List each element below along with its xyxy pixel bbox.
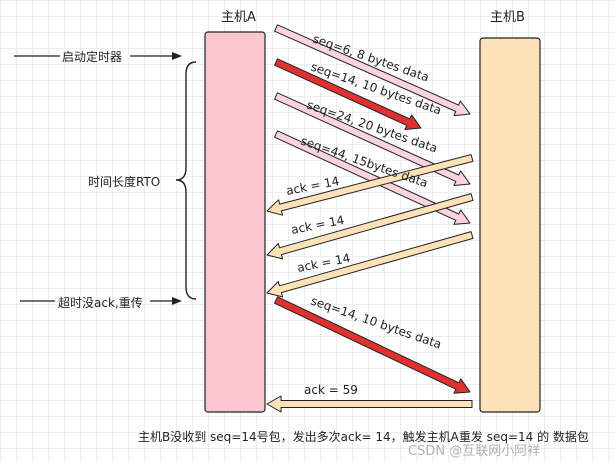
host-b-bar xyxy=(479,37,541,413)
message-arrow-1 xyxy=(274,24,471,117)
message-arrow-3 xyxy=(274,92,471,186)
message-arrow-8 xyxy=(274,296,471,394)
watermark: CSDN @互联网小阿祥 xyxy=(408,444,541,459)
host-a-bar xyxy=(204,31,266,413)
rto-label: 时间长度RTO xyxy=(88,175,161,189)
bottom-note: 主机B没收到 seq=14号包，发出多次ack= 14，触发主机A重发 seq=… xyxy=(138,430,589,444)
timeout-arrow xyxy=(20,297,182,305)
start-timer-arrow xyxy=(14,52,182,60)
rto-brace xyxy=(175,61,197,300)
timeout-label: 超时没ack,重传 xyxy=(58,296,143,310)
message-arrow-4 xyxy=(274,130,471,225)
host-b-title: 主机B xyxy=(490,10,525,25)
message-arrow-7 xyxy=(266,231,474,298)
message-arrow-6 xyxy=(266,193,474,260)
host-a-title: 主机A xyxy=(221,10,256,25)
message-arrow-2 xyxy=(274,58,422,130)
message-arrow-9 xyxy=(266,395,473,413)
message-arrow-5 xyxy=(266,154,474,216)
start-timer-label: 启动定时器 xyxy=(62,50,123,64)
msg-label-9: ack = 59 xyxy=(304,383,358,397)
